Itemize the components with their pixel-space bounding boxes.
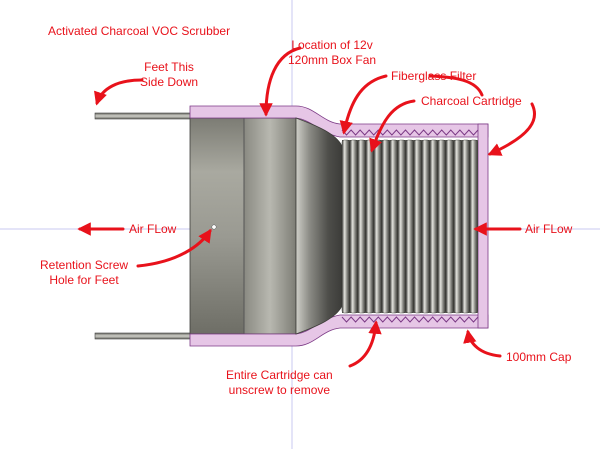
fiberglass-filter-label: Fiberglass Filter: [391, 69, 477, 83]
cartridge-flute: [461, 139, 470, 314]
cartridge-flute: [453, 139, 462, 314]
thread-top: [341, 129, 479, 136]
charcoal-arrow: [369, 99, 416, 153]
cartridge-flute: [445, 139, 454, 314]
cartridge-flute: [373, 139, 382, 314]
cartridge-flute: [349, 139, 358, 314]
retention-screw-line2: Hole for Feet: [49, 273, 119, 287]
cartridge-flute: [341, 139, 350, 314]
charcoal-cartridge-label: Charcoal Cartridge: [421, 94, 522, 108]
feet-arrow: [94, 78, 144, 106]
fiberglass-arrow: [339, 74, 388, 135]
fan-housing: [189, 117, 297, 335]
cartridge-removal-line1: Entire Cartridge can: [226, 368, 333, 382]
cartridge-arrow: [348, 320, 382, 368]
cartridge-flute: [413, 139, 422, 314]
screw-arrow: [136, 228, 212, 268]
diagram-title: Activated Charcoal VOC Scrubber: [48, 24, 231, 38]
fiberglass-arrow-tail: [428, 74, 484, 97]
cartridge-flute: [429, 139, 438, 314]
cartridge-removal-label: Entire Cartridge can unscrew to remove: [226, 368, 333, 398]
fan-arrow: [259, 46, 302, 117]
cartridge-flute: [469, 139, 478, 314]
cartridge-flute: [389, 139, 398, 314]
cartridge-flute: [437, 139, 446, 314]
cartridge-removal-line2: unscrew to remove: [228, 383, 331, 397]
retention-screw-label: Retention Screw Hole for Feet: [40, 258, 128, 288]
cartridge-flute: [405, 139, 414, 314]
cartridge-flute: [365, 139, 374, 314]
fan-label-line2: 120mm Box Fan: [288, 53, 377, 67]
cartridge-flute: [381, 139, 390, 314]
feet-label-line2: Side Down: [140, 75, 199, 89]
cap-label: 100mm Cap: [506, 350, 572, 364]
fan-label: Location of 12v 120mm Box Fan: [288, 38, 376, 68]
retention-screw-line1: Retention Screw: [40, 258, 129, 272]
cap-top-arrow: [487, 102, 537, 156]
feet-label: Feet This Side Down: [140, 60, 198, 90]
airflow-left-label: Air FLow: [129, 222, 177, 236]
cartridge-flute: [421, 139, 430, 314]
thread-bottom: [341, 316, 479, 323]
cartridge-flute: [357, 139, 366, 314]
retention-screw-hole: [211, 224, 217, 230]
feet-label-line1: Feet This: [144, 60, 194, 74]
cartridge-flute: [397, 139, 406, 314]
annotation-arrows: [77, 46, 537, 368]
fan-label-line1: Location of 12v: [291, 38, 373, 52]
airflow-right-label: Air FLow: [525, 222, 573, 236]
cap-arrow: [463, 329, 502, 358]
cone-transition: [295, 117, 343, 335]
charcoal-cartridge: [341, 139, 478, 314]
